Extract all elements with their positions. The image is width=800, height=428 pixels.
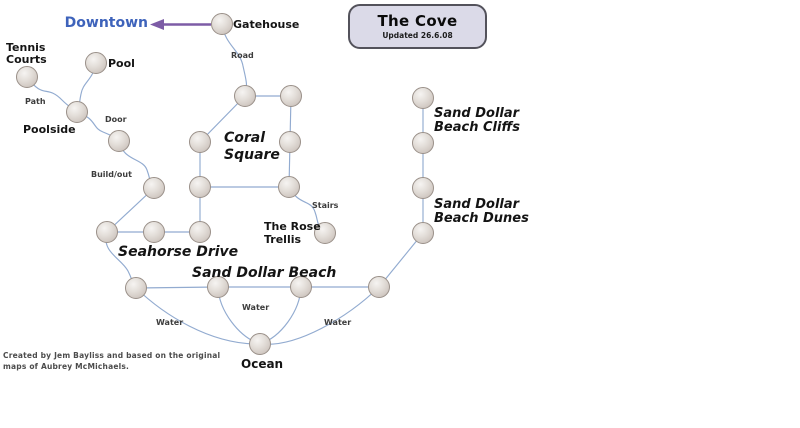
edge-beach-1-beach-2 <box>135 286 219 289</box>
edge-beach-4-ocean <box>259 286 380 345</box>
node-ocean <box>249 333 271 355</box>
map-updated-date: Updated 26.6.08 <box>382 31 453 40</box>
place-label-square: Square <box>224 147 280 163</box>
place-label-pool: Pool <box>108 57 135 70</box>
title-box: The Cove Updated 26.6.08 <box>348 4 487 49</box>
edge-label-door-2: Door <box>105 115 127 124</box>
place-label-beach-dunes: Beach Dunes <box>434 211 529 226</box>
node-beach-3 <box>290 276 312 298</box>
map-title: The Cove <box>377 12 458 30</box>
place-label-sand-dollar: Sand Dollar <box>434 197 521 212</box>
node-cliffs-north <box>412 87 434 109</box>
node-dunes-north <box>412 177 434 199</box>
node-door-junction <box>108 130 130 152</box>
node-rose-trellis <box>314 222 336 244</box>
node-cliffs-south <box>412 132 434 154</box>
node-seahorse-mid <box>143 221 165 243</box>
node-coral-w <box>189 131 211 153</box>
node-poolside <box>66 101 88 123</box>
place-label-beach-cliffs: Beach Cliffs <box>434 120 520 135</box>
edge-dunes-south-beach-4 <box>378 232 424 288</box>
downtown-link[interactable]: Downtown <box>64 15 148 31</box>
edge-label-road-0: Road <box>231 51 254 60</box>
place-label-gatehouse: Gatehouse <box>233 18 299 31</box>
place-label-courts: Courts <box>6 53 47 66</box>
place-label-tennis: Tennis <box>6 41 46 54</box>
place-label-sand-dollar: Sand Dollar <box>434 106 521 121</box>
node-coral-sw <box>189 176 211 198</box>
downtown-arrow-head-icon <box>150 19 164 30</box>
edge-label-water-7: Water <box>324 318 351 327</box>
node-pool <box>85 52 107 74</box>
node-seahorse-w <box>96 221 118 243</box>
edge-beach-1-ocean <box>135 287 261 345</box>
node-coral-se <box>278 176 300 198</box>
place-label-poolside: Poolside <box>23 123 76 136</box>
node-gatehouse <box>211 13 233 35</box>
place-label-sand-dollar-beach: Sand Dollar Beach <box>192 265 336 281</box>
node-seahorse-e <box>189 221 211 243</box>
node-beach-4 <box>368 276 390 298</box>
edge-label-water-6: Water <box>242 303 269 312</box>
place-label-coral: Coral <box>224 130 265 146</box>
edge-label-path-1: Path <box>25 97 46 106</box>
node-tennis-courts <box>16 66 38 88</box>
node-beach-2 <box>207 276 229 298</box>
node-coral-e <box>279 131 301 153</box>
node-beach-1 <box>125 277 147 299</box>
place-label-the-rose: The Rose <box>264 220 321 233</box>
attribution: Created by Jem Bayliss and based on the … <box>3 350 220 372</box>
node-dunes-south <box>412 222 434 244</box>
node-coral-ne <box>280 85 302 107</box>
edge-label-stairs-4: Stairs <box>312 201 339 210</box>
edge-label-build-out-3: Build/out <box>91 170 132 179</box>
place-label-trellis: Trellis <box>264 233 301 246</box>
place-label-ocean: Ocean <box>241 357 283 371</box>
node-buildout-junction <box>143 177 165 199</box>
attribution-line-2: maps of Aubrey McMichaels. <box>3 362 130 371</box>
node-coral-nw <box>234 85 256 107</box>
edge-label-water-5: Water <box>156 318 183 327</box>
place-label-seahorse-drive: Seahorse Drive <box>118 244 238 260</box>
edge-gatehouse-coral-nw <box>221 23 248 97</box>
attribution-line-1: Created by Jem Bayliss and based on the … <box>3 351 221 360</box>
